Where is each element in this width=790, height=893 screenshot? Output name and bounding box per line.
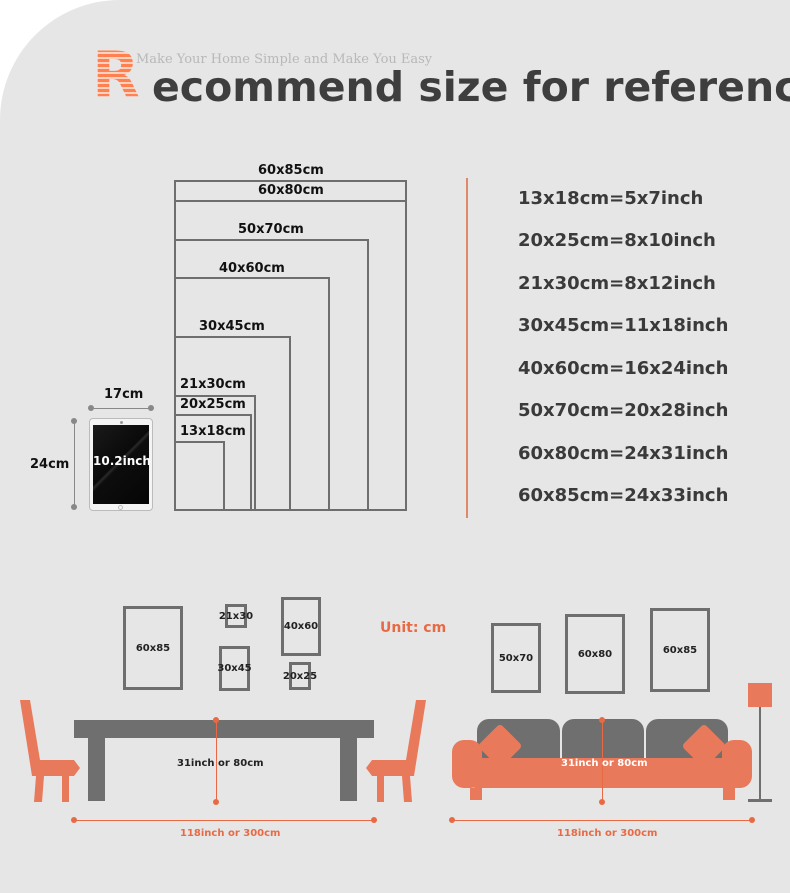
- dining-table-top: [74, 720, 374, 738]
- unit-label: Unit: cm: [380, 620, 447, 636]
- tablet-home-button-icon: [118, 505, 123, 510]
- frame-label-40x60: 40x60cm: [219, 261, 285, 276]
- sofa-width-label: 118inch or 300cm: [557, 828, 658, 839]
- tablet-width-line: [91, 408, 151, 409]
- frame-label-13x18: 13x18cm: [180, 424, 246, 439]
- chair-right-icon: [366, 700, 426, 802]
- tablet-width-label: 17cm: [104, 387, 144, 402]
- tablet-screen-label: 10.2inch: [93, 454, 151, 468]
- wall-frame-21x30: 21x30: [219, 604, 253, 628]
- tablet-height-dot-bottom: [71, 504, 77, 510]
- dining-table-leg-left: [88, 738, 105, 801]
- frame-13x18: [174, 441, 225, 511]
- wall-frame-20x25: 20x25: [283, 662, 317, 690]
- sofa-height-dot-top: [599, 717, 605, 723]
- sofa-width-dot-right: [749, 817, 755, 823]
- wall-frame-60x85: 60x85: [123, 606, 183, 690]
- wall-frame-60x80: 60x80: [565, 614, 625, 694]
- dining-height-label: 31inch or 80cm: [177, 758, 264, 769]
- divider-line: [466, 178, 468, 518]
- sofa-leg-right: [723, 788, 735, 800]
- conversion-item: 30x45cm=11x18inch: [518, 315, 729, 336]
- floor-lamp-pole: [759, 707, 761, 800]
- dining-height-line: [216, 720, 217, 802]
- tablet-camera-icon: [120, 421, 123, 424]
- header-big-letter: R: [92, 38, 140, 111]
- sofa-arm-right: [722, 740, 752, 788]
- sofa-leg-left: [470, 788, 482, 800]
- conversion-item: 13x18cm=5x7inch: [518, 188, 704, 209]
- floor-lamp-shade-icon: [748, 683, 772, 707]
- header-tagline: Make Your Home Simple and Make You Easy: [136, 52, 433, 67]
- dining-height-dot-top: [213, 717, 219, 723]
- sofa-height-label: 31inch or 80cm: [561, 758, 648, 769]
- tablet-height-label: 24cm: [30, 457, 70, 472]
- frame-label-60x85: 60x85cm: [258, 163, 324, 178]
- sofa-width-line: [452, 820, 752, 821]
- tablet-width-dot-right: [148, 405, 154, 411]
- frame-label-50x70: 50x70cm: [238, 222, 304, 237]
- dining-height-dot-bottom: [213, 799, 219, 805]
- sofa-height-line: [602, 720, 603, 802]
- wall-frame-40x60: 40x60: [281, 597, 321, 656]
- floor-lamp-base: [748, 799, 772, 802]
- conversion-item: 20x25cm=8x10inch: [518, 230, 716, 251]
- frame-label-60x80: 60x80cm: [258, 183, 324, 198]
- frame-label-21x30: 21x30cm: [180, 377, 246, 392]
- tablet-screen: [93, 425, 149, 504]
- chair-left-icon: [20, 700, 80, 802]
- conversion-item: 21x30cm=8x12inch: [518, 273, 716, 294]
- conversion-item: 50x70cm=20x28inch: [518, 400, 729, 421]
- frame-label-30x45: 30x45cm: [199, 319, 265, 334]
- wall-frame-50x70: 50x70: [491, 623, 541, 693]
- dining-width-label: 118inch or 300cm: [180, 828, 281, 839]
- sofa-height-dot-bottom: [599, 799, 605, 805]
- tablet-body: [89, 418, 153, 511]
- tablet-height-dot-top: [71, 418, 77, 424]
- sofa-width-dot-left: [449, 817, 455, 823]
- conversion-item: 40x60cm=16x24inch: [518, 358, 729, 379]
- tablet-height-line: [74, 421, 75, 508]
- dining-width-line: [74, 820, 374, 821]
- dining-width-dot-left: [71, 817, 77, 823]
- sofa-arm-left: [452, 740, 482, 788]
- header-title: ecommend size for reference: [152, 63, 790, 111]
- sofa-seat: [470, 758, 738, 788]
- conversion-item: 60x85cm=24x33inch: [518, 485, 729, 506]
- tablet-width-dot-left: [88, 405, 94, 411]
- frame-label-20x25: 20x25cm: [180, 397, 246, 412]
- wall-frame-30x45: 30x45: [217, 646, 252, 691]
- conversion-item: 60x80cm=24x31inch: [518, 443, 729, 464]
- dining-table-leg-right: [340, 738, 357, 801]
- dining-width-dot-right: [371, 817, 377, 823]
- wall-frame-60x85: 60x85: [650, 608, 710, 692]
